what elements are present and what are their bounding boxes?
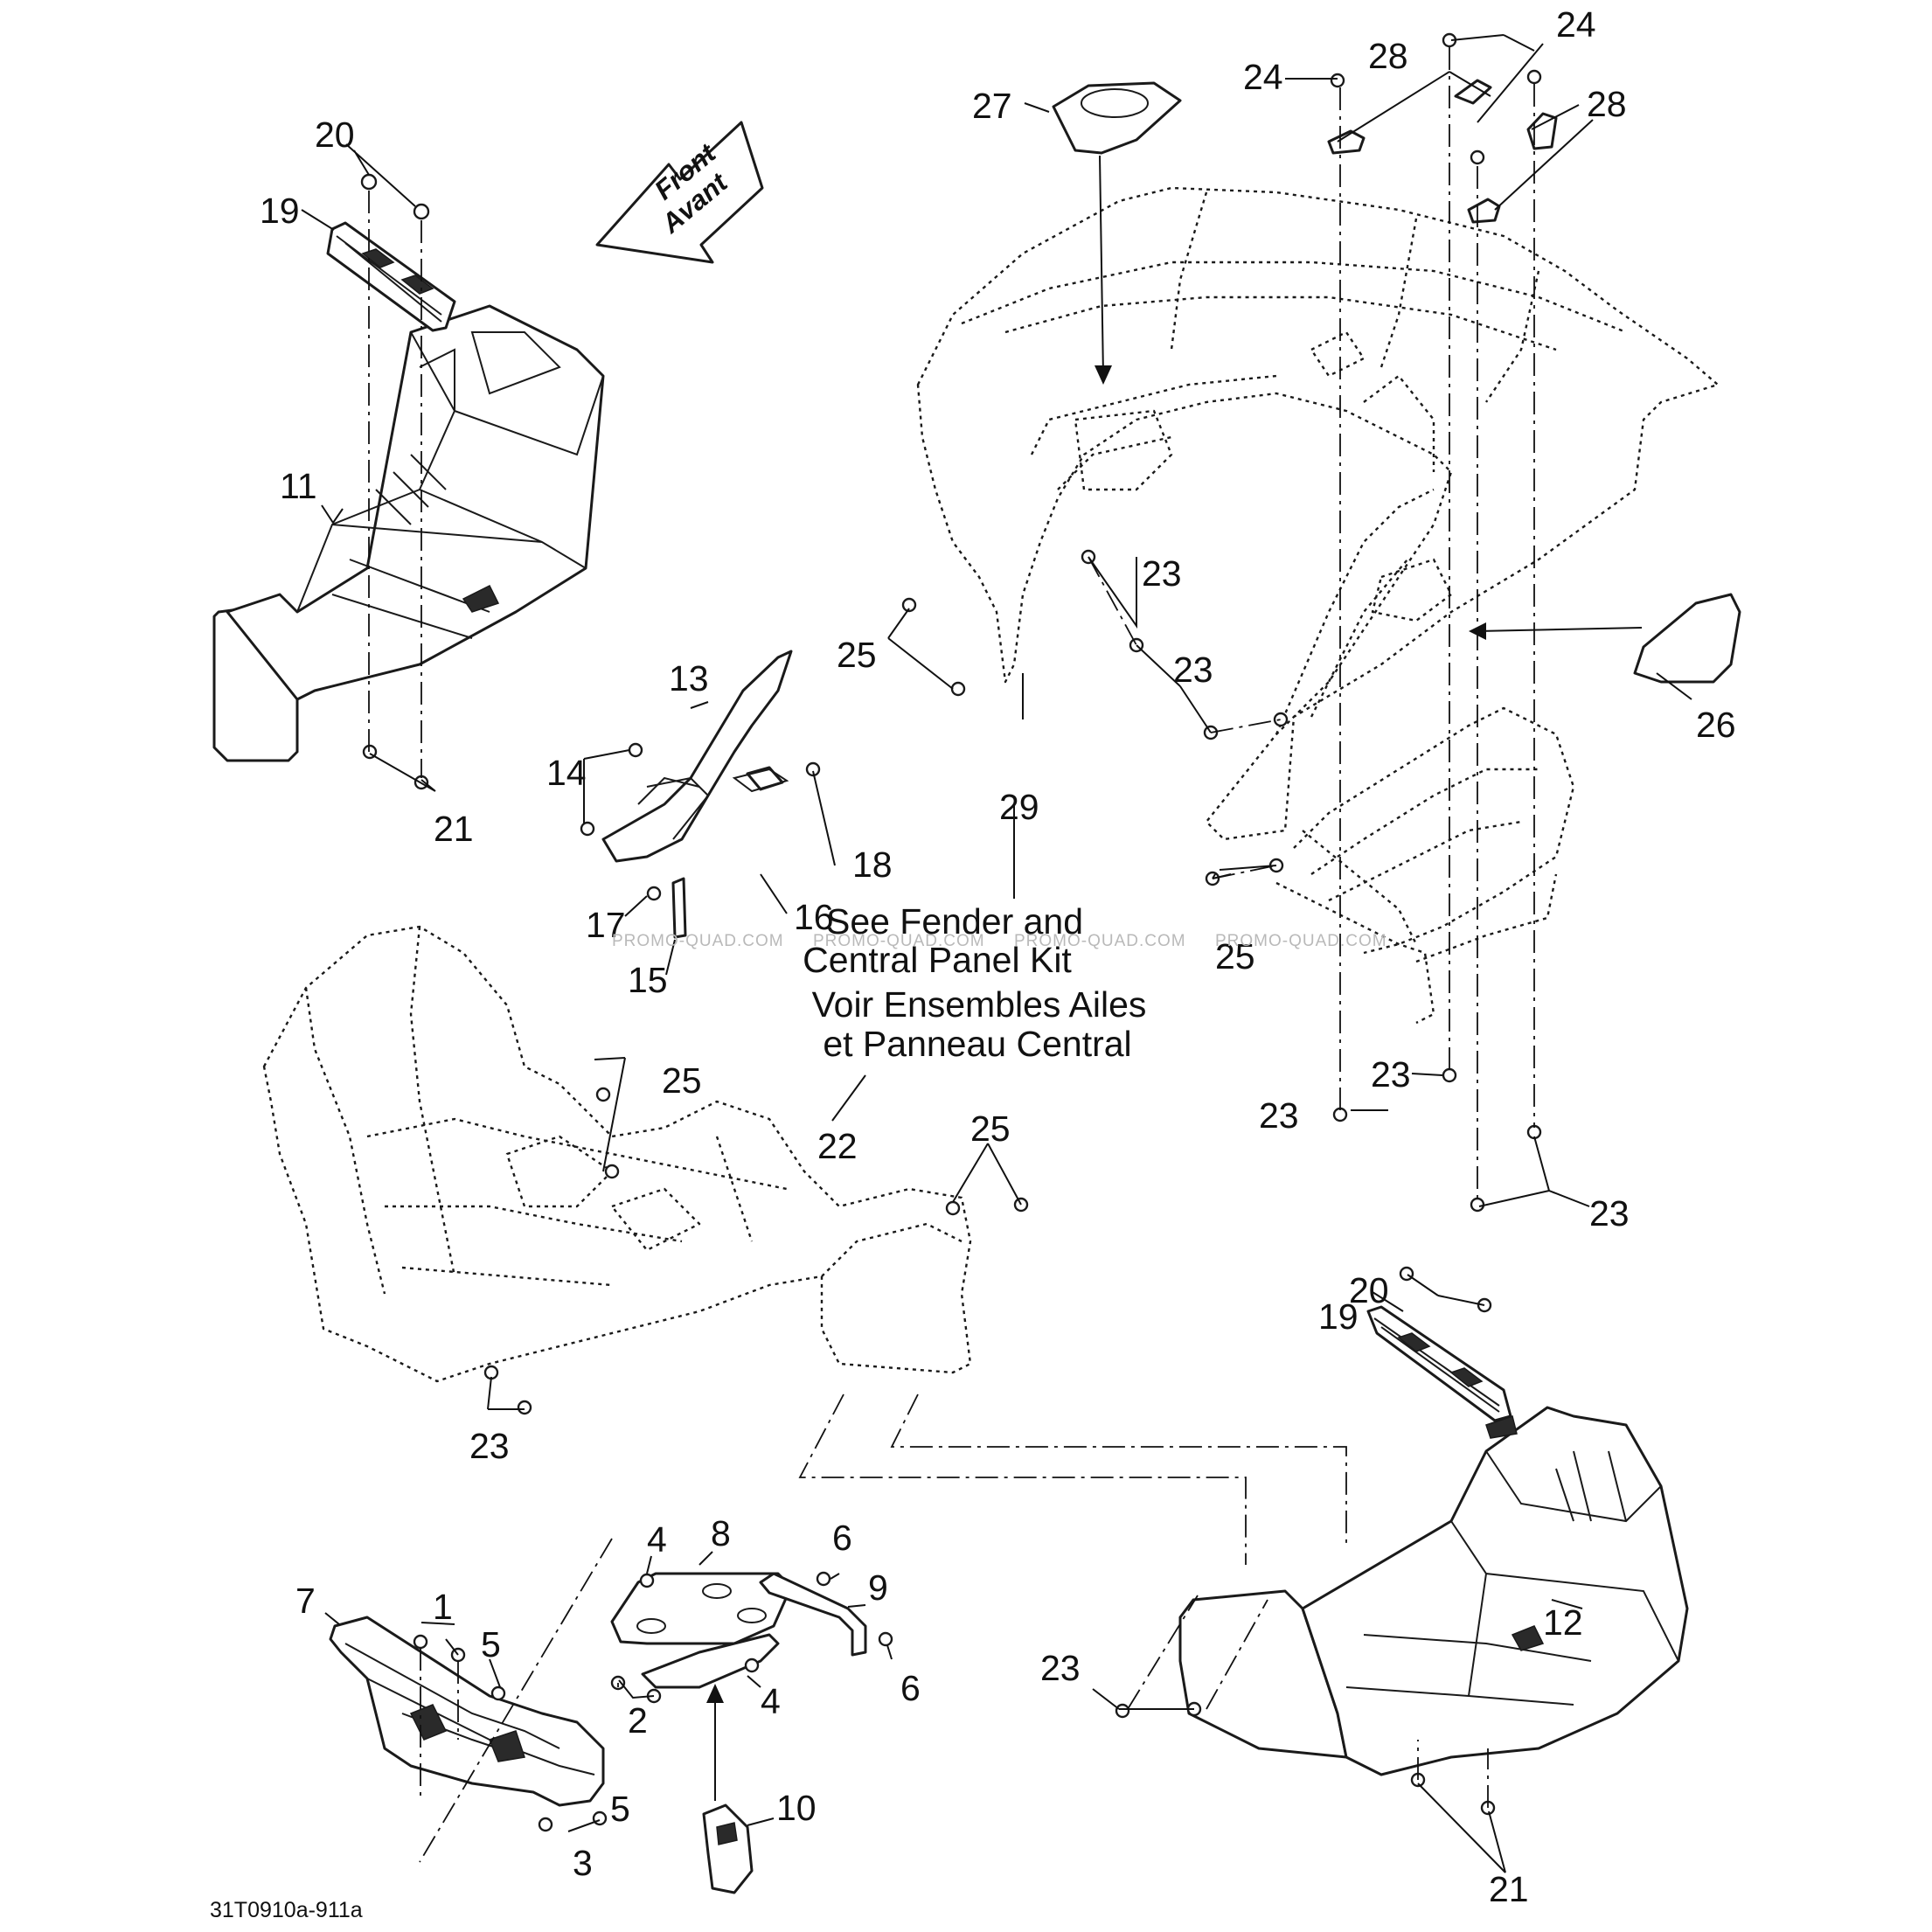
- label-23-fender-mid: 23: [1173, 650, 1213, 690]
- label-21-lower: 21: [1489, 1869, 1529, 1909]
- routing-lines: [798, 1393, 1347, 1565]
- label-23-rack-lower: 23: [1589, 1193, 1630, 1234]
- label-4-upper: 4: [647, 1519, 667, 1560]
- kit-note: See Fender and Central Panel Kit Voir En…: [803, 901, 1146, 1064]
- note-line-2: Central Panel Kit: [803, 940, 1072, 980]
- hardware-front-fender: [483, 1087, 1029, 1415]
- label-23-fender-upper: 23: [1142, 553, 1182, 594]
- label-22: 22: [817, 1126, 858, 1166]
- label-29: 29: [999, 787, 1039, 827]
- watermark-1: PROMO-QUAD.COM: [612, 932, 784, 950]
- label-26: 26: [1696, 705, 1736, 745]
- centerlines-rear: [1339, 47, 1535, 1200]
- label-3: 3: [573, 1843, 593, 1883]
- label-9: 9: [868, 1567, 888, 1608]
- label-4-lower: 4: [761, 1681, 781, 1721]
- label-25-front-right: 25: [970, 1108, 1011, 1149]
- label-27: 27: [972, 86, 1012, 126]
- front-direction-arrow: Front Avant: [595, 121, 764, 264]
- label-8: 8: [711, 1513, 731, 1553]
- label-28-top: 28: [1368, 36, 1408, 76]
- drawing-code: 31T0910a-911a: [210, 1898, 363, 1922]
- label-16: 16: [794, 897, 834, 937]
- watermark-4: PROMO-QUAD.COM: [1215, 932, 1387, 950]
- label-19-lower: 19: [1318, 1296, 1359, 1337]
- label-14: 14: [546, 753, 587, 793]
- small-bracket-parts-15-16: [671, 768, 789, 939]
- bracket-part-10: [702, 1803, 754, 1894]
- install-arrows-rear: [1095, 155, 1643, 640]
- centerlines-upper-left: [368, 191, 422, 778]
- label-25-front-upper: 25: [662, 1060, 702, 1101]
- note-line-4: et Panneau Central: [823, 1024, 1131, 1064]
- centerlines-rear-diagonal: [1088, 556, 1282, 879]
- label-13: 13: [669, 658, 709, 698]
- callout-labels: 20 19 11 21 13 14 18 16 17 15 27 24 28 2…: [260, 4, 1736, 1909]
- label-28-right: 28: [1587, 84, 1627, 124]
- label-12: 12: [1543, 1602, 1583, 1643]
- label-7: 7: [295, 1581, 316, 1621]
- note-line-1: See Fender and: [826, 901, 1083, 942]
- label-25-rack: 25: [1215, 936, 1255, 976]
- centerlines-bumper: [419, 1538, 619, 1863]
- label-2: 2: [628, 1700, 648, 1741]
- rear-rack: [1275, 706, 1575, 1025]
- front-storage-tray-part-11: [212, 304, 605, 762]
- watermarks: PROMO-QUAD.COM PROMO-QUAD.COM PROMO-QUAD…: [612, 932, 1387, 950]
- label-1: 1: [433, 1587, 453, 1627]
- label-23-front: 23: [469, 1426, 510, 1466]
- label-5-upper: 5: [481, 1624, 501, 1664]
- label-11: 11: [280, 466, 317, 506]
- leader-lines: [301, 34, 1692, 1873]
- install-arrow-bumper: [706, 1684, 724, 1801]
- label-23-rack-right: 23: [1371, 1054, 1411, 1095]
- side-panel-part-26: [1633, 593, 1741, 684]
- label-18: 18: [852, 844, 893, 885]
- fuel-cap-cover-part-27: [1052, 81, 1182, 155]
- footrest-plate-part-19-upper: [326, 221, 456, 332]
- label-5-lower: 5: [610, 1789, 630, 1829]
- watermark-3: PROMO-QUAD.COM: [1014, 932, 1186, 950]
- label-21: 21: [434, 809, 474, 849]
- label-10: 10: [776, 1788, 817, 1828]
- mounting-plate-part-8: [610, 1572, 793, 1689]
- label-20-lower: 20: [1349, 1270, 1389, 1310]
- rear-fender-part-29: [916, 186, 1720, 841]
- label-24-left: 24: [1243, 57, 1283, 97]
- label-20: 20: [315, 115, 355, 155]
- label-25-fender: 25: [837, 635, 877, 675]
- label-24-right: 24: [1556, 4, 1596, 45]
- label-15: 15: [628, 960, 668, 1000]
- hardware-upper-left: [360, 173, 430, 790]
- note-line-3: Voir Ensembles Ailes: [812, 984, 1147, 1025]
- label-19: 19: [260, 191, 300, 231]
- label-6-lower: 6: [900, 1668, 921, 1708]
- label-17: 17: [586, 905, 626, 945]
- watermark-2: PROMO-QUAD.COM: [813, 932, 985, 950]
- front-bumper-part-7: [329, 1616, 605, 1807]
- pads-part-28: [1327, 79, 1558, 224]
- brace-part-9: [759, 1572, 867, 1657]
- label-23-rack-left: 23: [1259, 1095, 1299, 1136]
- footrest-plate-part-19-lower: [1366, 1305, 1512, 1422]
- front-fender-part-22: [262, 925, 972, 1383]
- hardware-bumper: [413, 1571, 893, 1832]
- rear-storage-tray-part-12: [1178, 1406, 1689, 1776]
- label-23-tray: 23: [1040, 1648, 1081, 1688]
- label-6-upper: 6: [832, 1518, 852, 1558]
